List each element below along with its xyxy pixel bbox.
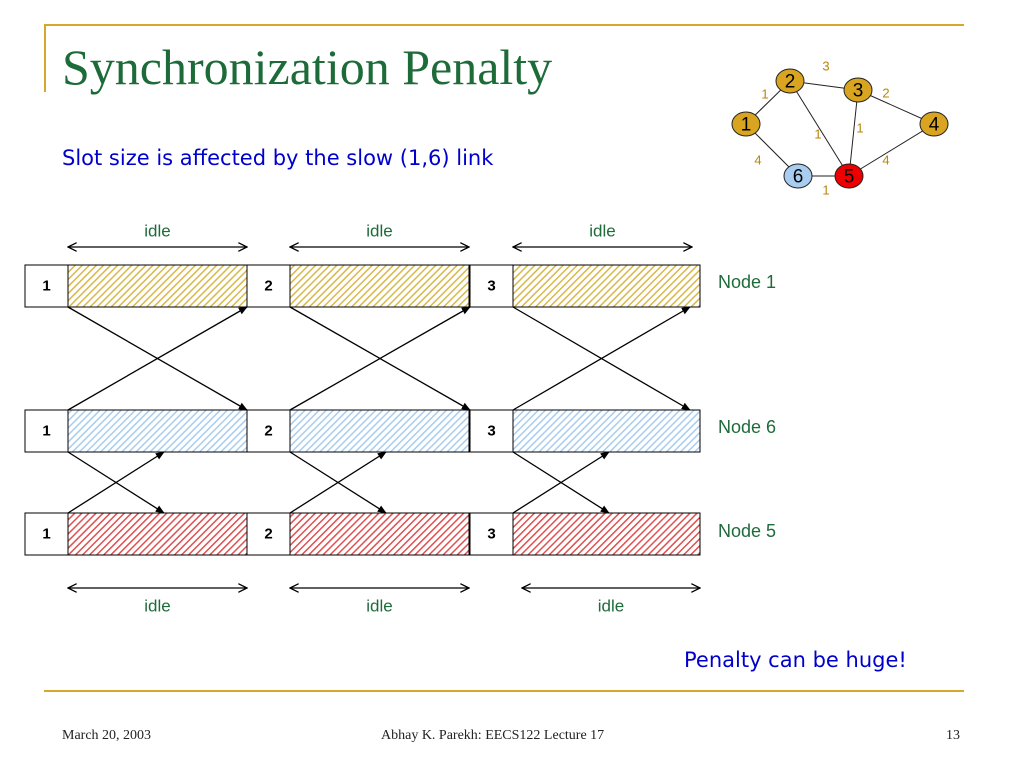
- bottom-rule: [44, 690, 964, 692]
- slide-subtitle: Slot size is affected by the slow (1,6) …: [62, 146, 494, 170]
- slot-label: 2: [264, 423, 272, 440]
- message-arrow: [67, 451, 165, 514]
- graph-node-label: 2: [785, 72, 796, 93]
- graph-edge: [848, 89, 859, 177]
- idle-label: idle: [144, 222, 170, 241]
- node-label-node5: Node 5: [718, 521, 776, 541]
- footer-author: Abhay K. Parekh: EECS122 Lecture 17: [381, 728, 605, 743]
- node-label-node6: Node 6: [718, 417, 776, 437]
- edge-weight: 1: [761, 87, 768, 102]
- message-arrow: [289, 306, 471, 411]
- message-arrow: [512, 306, 691, 411]
- idle-bar: [67, 512, 248, 556]
- slot-box: [246, 512, 291, 556]
- slot-label: 1: [42, 423, 50, 440]
- slot-box: [24, 264, 69, 308]
- idle-bar: [289, 409, 470, 453]
- node-label-node1: Node 1: [718, 272, 776, 292]
- slot-label: 1: [42, 278, 50, 295]
- idle-label: idle: [366, 222, 392, 241]
- slot-box: [24, 512, 69, 556]
- idle-bar: [67, 264, 248, 308]
- slot-label: 3: [487, 526, 495, 543]
- slot-label: 2: [264, 526, 272, 543]
- graph-edge: [789, 80, 850, 177]
- slot-box: [469, 512, 514, 556]
- footer-page: 13: [946, 728, 960, 743]
- edge-weight: 4: [882, 153, 889, 168]
- graph-node-label: 1: [741, 115, 752, 136]
- penalty-note: Penalty can be huge!: [684, 648, 907, 672]
- edge-weight: 2: [882, 86, 889, 101]
- graph-edge: [848, 123, 935, 177]
- idle-label: idle: [366, 597, 392, 616]
- footer-date: March 20, 2003: [62, 728, 152, 743]
- graph-node-label: 5: [844, 167, 855, 188]
- graph-node-2: [775, 68, 805, 94]
- edge-weight: 1: [856, 121, 863, 136]
- edge-weight: 3: [822, 59, 829, 74]
- idle-bar: [289, 264, 470, 308]
- slide-title: Synchronization Penalty: [62, 39, 553, 95]
- message-arrow: [512, 451, 610, 514]
- graph-node-6: [783, 163, 813, 189]
- left-rule: [44, 24, 46, 92]
- graph-node-5: [834, 163, 864, 189]
- graph-node-label: 3: [853, 81, 864, 102]
- idle-bar: [67, 409, 248, 453]
- slot-box: [246, 409, 291, 453]
- idle-bar: [512, 264, 701, 308]
- top-rule: [44, 24, 964, 26]
- graph-node-label: 4: [929, 115, 940, 136]
- slot-label: 3: [487, 423, 495, 440]
- slot-label: 1: [42, 526, 50, 543]
- slot-box: [24, 409, 69, 453]
- message-arrow: [289, 451, 387, 514]
- graph-node-1: [731, 111, 761, 137]
- idle-label: idle: [589, 222, 615, 241]
- edge-weight: 1: [822, 183, 829, 198]
- message-arrow: [67, 306, 248, 411]
- slot-box: [469, 409, 514, 453]
- idle-bar: [289, 512, 470, 556]
- slot-label: 2: [264, 278, 272, 295]
- edge-weight: 1: [814, 127, 821, 142]
- idle-label: idle: [598, 597, 624, 616]
- idle-bar: [512, 512, 701, 556]
- idle-bar: [512, 409, 701, 453]
- graph-node-3: [843, 77, 873, 103]
- slot-box: [469, 264, 514, 308]
- graph-node-4: [919, 111, 949, 137]
- idle-label: idle: [144, 597, 170, 616]
- graph-node-label: 6: [793, 167, 804, 188]
- edge-weight: 4: [754, 153, 761, 168]
- slot-label: 3: [487, 278, 495, 295]
